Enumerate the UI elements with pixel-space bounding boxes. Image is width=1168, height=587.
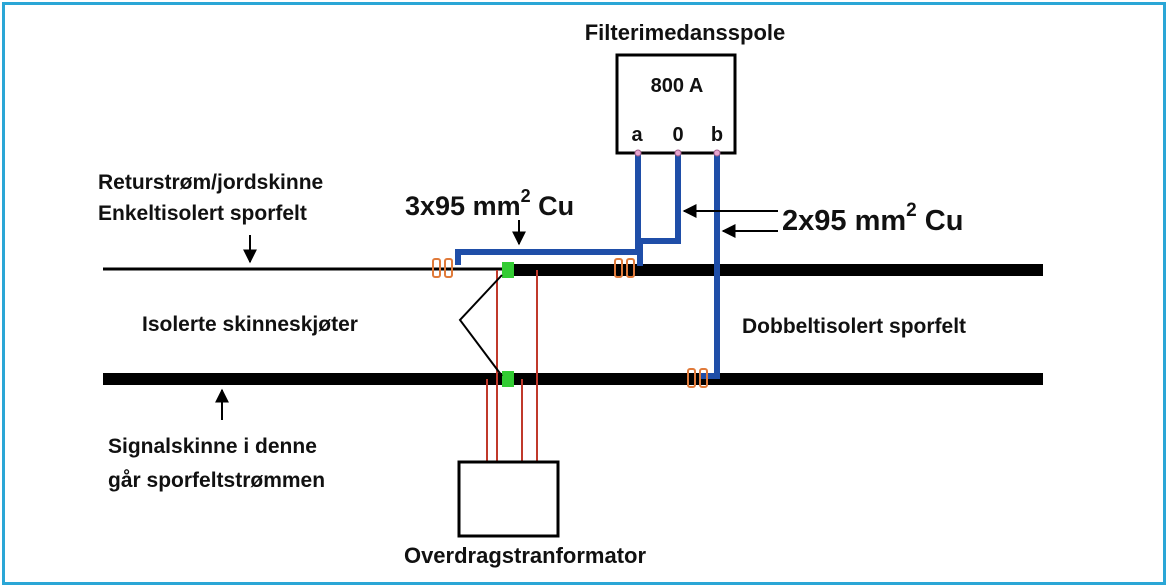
terminal-0-label: 0 [672,124,683,146]
double-section-label: Dobbeltisolert sporfelt [742,315,966,338]
cable-left-suffix: Cu [531,191,575,221]
terminal-b-label: b [711,124,723,146]
joints-leader-lines [458,274,503,377]
coil-title: Filterimedansspole [585,20,786,45]
cable-terminal-b [700,154,720,379]
transformer-box [457,460,560,538]
insulated-joint-bottom [502,371,514,387]
insulated-joint-top [502,262,514,278]
transformer-wires [486,270,538,462]
return-rail-label-1: Returstrøm/jordskinne [98,171,323,194]
terminal-a-label: a [631,124,643,146]
rail-clamp-middle [614,258,635,278]
cable-right-suffix: Cu [917,205,964,237]
rail-clamp-signal [687,368,708,388]
cable-right-prefix: 2x95 mm [782,205,906,237]
cable-terminal-a [455,154,641,265]
coil-terminal-clamps [634,149,721,157]
cable-terminal-0 [640,154,681,244]
rail-clamp-left [432,258,453,278]
cable-right-label: 2x95 mm2 Cu [782,200,963,237]
cable-left-prefix: 3x95 mm [405,191,521,221]
impedance-coil-box [615,53,737,155]
signal-rail-label-2: går sporfeltstrømmen [108,469,325,492]
transformer-label: Overdragstranformator [404,543,647,568]
coil-rating: 800 A [651,75,704,97]
cable-left-sup: 2 [521,186,531,206]
cable-right-sup: 2 [906,200,917,221]
cable-left-label: 3x95 mm2 Cu [405,186,574,221]
return-rail-label-2: Enkeltisolert sporfelt [98,202,307,225]
signal-rail-label-1: Signalskinne i denne [108,435,317,458]
joints-label: Isolerte skinneskjøter [142,313,358,336]
